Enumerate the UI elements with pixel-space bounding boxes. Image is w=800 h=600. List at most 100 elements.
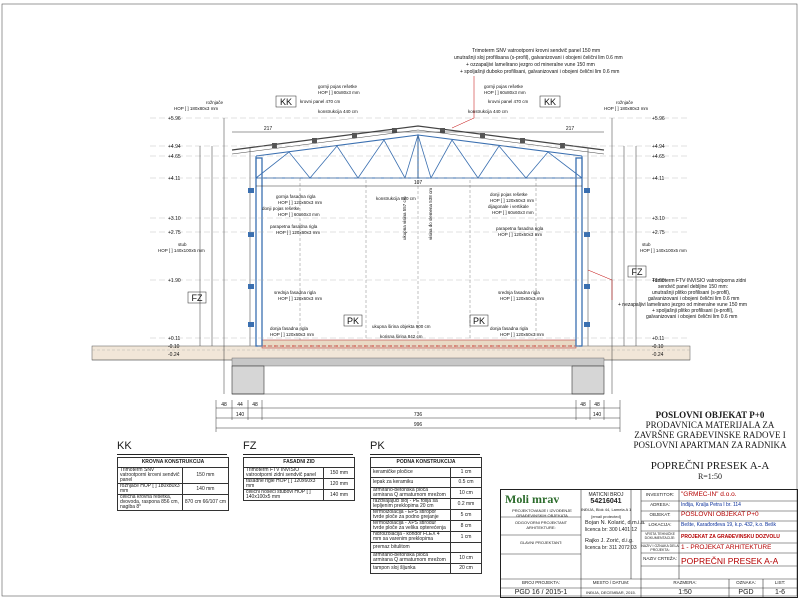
sheet-scale: R=1:50 <box>697 472 723 481</box>
label-hop120-a: HOP [ ] 120x60x3 mm <box>278 200 322 205</box>
sheet-border <box>1 3 798 597</box>
wall-note-3: unutrašnji plitko profilisani (s-profil)… <box>652 290 730 296</box>
br-value: PGD 16 / 2015-1 <box>514 589 568 596</box>
inv-value: "GRMEČ-IN" d.o.o. <box>681 491 737 498</box>
label-donja-l: donja fasadna rigla <box>270 326 309 331</box>
table-pk-r10-t: tampon sloj šljunka <box>370 563 451 574</box>
level-left-6: +2.75 <box>168 230 181 236</box>
level-left-5: +3.10 <box>168 216 181 222</box>
table-pk-r9-v: 10 cm <box>450 552 482 564</box>
dim-b4: 736 <box>414 412 423 418</box>
bottom-dimension-chain <box>215 400 621 432</box>
table-pk-r4-v: 0.2 mm <box>450 498 482 510</box>
project-line-3: ZAVRŠNE GRAĐEVINSKE RADOVE I <box>634 430 786 440</box>
level-right-5: +3.10 <box>652 216 665 222</box>
label-donji-pojas: donji pojas rešetke <box>490 192 528 197</box>
level-right-8: +0.11 <box>652 336 664 342</box>
table-pk-title: PODNA KONSTRUKCIJA <box>370 457 482 468</box>
note-leaders <box>451 76 613 300</box>
table-fz-r1-t: Trimoterm FTV INVISIO vatrootporni zidni… <box>243 467 324 479</box>
dim-b1: 48 <box>221 402 227 408</box>
dim-b3: 48 <box>252 402 258 408</box>
wall-rails <box>248 188 590 327</box>
level-left-8: +0.11 <box>168 336 180 342</box>
crt-label: NAZIV CRTEŽA: <box>643 556 677 561</box>
table-kk-r2-v: 140 mm <box>181 483 230 495</box>
label-konstr-440-l: konstrukcija 440 cm <box>318 109 358 114</box>
firm-email: [email protected] <box>591 514 621 519</box>
list-label: LIST: <box>774 580 786 585</box>
label-ridge: gornji pojas rešetke <box>318 84 358 89</box>
lok-label: LOKACIJA: <box>648 522 672 527</box>
level-lines <box>150 117 690 347</box>
odg-licence: licenca br: 300 L401 12 <box>585 527 637 533</box>
level-left-7: +1.90 <box>168 278 181 284</box>
dim-top-right: 217 <box>566 126 575 132</box>
top-dims: 217 217 107 <box>264 126 575 186</box>
wall-note-5: + nezapaljivi lamelirano jezgro od miner… <box>618 302 747 308</box>
wall-note-1: Trimoterm FTV INVISIO vatrootporna zidni <box>652 278 746 284</box>
dim-top-left: 217 <box>264 126 273 132</box>
table-fz-r3-v: 140 mm <box>323 489 355 501</box>
wall-note-2: sendvič panel debljine 150 mm: <box>658 284 728 290</box>
roof-note-3: + ozzapaljivi lamelirano jezgro od miner… <box>466 62 595 68</box>
left-levels: +5.96 +4.94 +4.65 +4.11 +3.10 +2.75 +1.9… <box>168 116 181 358</box>
roof-note-2: unutrašnji sloj profilisana (s-profil), … <box>454 55 623 61</box>
tag-fz-right: FZ <box>632 267 643 277</box>
label-dijagonale: dijagonale i vertikale <box>488 204 529 209</box>
table-fz-title: FASADNI ZID <box>243 457 355 468</box>
label-ukupna-sirina: ukupna širina objekta 900 cm <box>372 324 431 329</box>
table-pk-r1-v: 1 cm <box>450 467 482 478</box>
kk-code: KK <box>117 440 132 452</box>
label-donja-r: donja fasadna rigla <box>490 326 529 331</box>
tag-fz-left: FZ <box>192 293 203 303</box>
project-title: POSLOVNI OBJEKAT P+0 <box>655 410 765 420</box>
label-parapetna-l: parapetna fasadna rigla <box>270 224 318 229</box>
table-pk-r6-t: termoizolacija - XPS stirodur tvrde ploč… <box>370 520 451 532</box>
label-ridge-profile: HOP [ ] 60x80x3 mm <box>318 90 360 95</box>
odg-label: ODGOVORNI PROJEKTANT ARHITEKTURE: <box>514 520 568 530</box>
level-right-3: +4.65 <box>652 154 665 160</box>
oznaka-value: PGD <box>738 589 754 596</box>
wall-panels <box>249 148 589 346</box>
vrsta-label: VRSTA TEHNIČKE DOKUMENTACIJE: <box>644 532 676 540</box>
firm-address: INĐIJA, Blok 44, Lamela A 1/10 <box>581 507 631 512</box>
table-fz-r3-t: čelični noseći stubovi HOP [ ] 140x100x5… <box>243 489 324 501</box>
level-right-4: +4.11 <box>652 176 664 182</box>
table-kk-r3-v: 870 cm 66/107 cm <box>181 494 230 511</box>
fz-code: FZ <box>243 440 257 452</box>
table-kk-r2-t: rožnjače HOP [ ] 180x80x3 mm <box>117 483 183 495</box>
dim-total: 996 <box>414 422 423 428</box>
firm-name: PROJEKTOVANJE I IZVOĐENJE GRAĐEVINSKIH O… <box>512 508 572 518</box>
label-hop120-c: HOP [ ] 120x60x3 mm <box>276 230 320 235</box>
table-pk-r7-v: 1 cm <box>450 531 482 543</box>
label-ukupna-visina: ukupna visina 557 cm <box>402 196 407 240</box>
top-dimension-chain <box>232 131 604 187</box>
table-pk-r5-v: 5 cm <box>450 509 482 521</box>
table-pk-r3-t: armirano-betonska ploča armirana Q armat… <box>370 487 451 499</box>
table-pk-r2-t: lepak za keramiku <box>370 477 451 488</box>
roof-note-4: + spoljašnji duboko profilisani, galvani… <box>460 69 619 75</box>
level-left-2: +4.94 <box>168 144 181 150</box>
tag-texts: KK KK FZ FZ PK PK <box>192 97 643 326</box>
label-korisna-sirina: korisna širina 842 cm <box>380 334 423 339</box>
table-pk-r2-v: 0.5 cm <box>450 477 482 488</box>
table-kk-r1-v: 150 mm <box>181 467 230 484</box>
adr-value: Inđija, Kralja Petra I br. 114 <box>681 502 741 508</box>
level-right-10: -0.24 <box>652 352 664 358</box>
gl-licence: licenca br: 311 2072 03 <box>585 545 637 551</box>
odg-name: Bojan N. Kolarić, d.m.i.a. <box>585 520 646 526</box>
floor-slab <box>261 339 577 349</box>
razmera-value: 1:50 <box>678 589 692 596</box>
label-hop180-r: HOP [ ] 180x80x3 mm <box>604 106 648 111</box>
roof-note-1: Trimoterm SNV vatrootporni krovni sendvi… <box>472 48 600 54</box>
member-labels: gornji pojas rešetke HOP [ ] 60x80x3 mm … <box>158 84 687 339</box>
label-donji-pojas-l: donji pojas rešetke <box>262 206 300 211</box>
level-right-2: +4.94 <box>652 144 665 150</box>
label-konstr-870: konstrukcija 870 cm <box>376 196 416 201</box>
label-hop120-b: HOP [ ] 120x60x3 mm <box>490 198 534 203</box>
table-pk-r6-v: 8 cm <box>450 520 482 532</box>
table-fz-r2-v: 120 mm <box>323 478 355 490</box>
